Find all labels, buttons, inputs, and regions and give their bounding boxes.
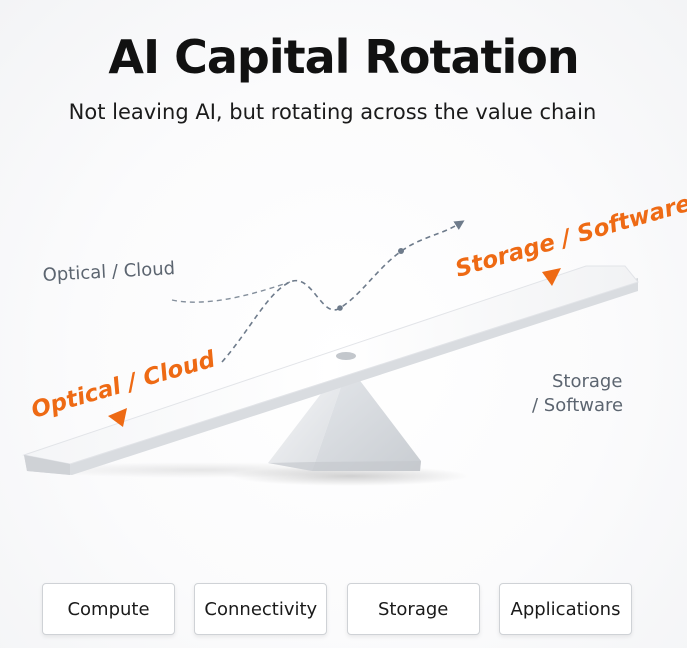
rotation-flow-line bbox=[221, 220, 465, 363]
pivot-hole bbox=[336, 352, 356, 360]
category-storage: Storage bbox=[346, 583, 480, 635]
value-chain-categories: Compute Connectivity Storage Application… bbox=[42, 583, 632, 637]
category-applications: Applications bbox=[498, 583, 632, 635]
left-down-marker bbox=[108, 408, 127, 427]
page-title: AI Capital Rotation bbox=[108, 30, 579, 84]
seesaw-pivot bbox=[268, 378, 421, 471]
left-annotation: Optical / Cloud bbox=[42, 258, 175, 286]
category-compute: Compute bbox=[42, 583, 175, 635]
right-down-marker bbox=[542, 268, 561, 286]
right-end-label: Storage / Software bbox=[452, 191, 687, 283]
seesaw-beam bbox=[22, 265, 639, 475]
flow-dot bbox=[337, 305, 343, 311]
right-annotation-line2: / Software bbox=[532, 395, 623, 416]
flow-dot bbox=[398, 248, 404, 254]
right-annotation-line1: Storage bbox=[552, 371, 622, 392]
page-subtitle: Not leaving AI, but rotating across the … bbox=[68, 100, 597, 124]
rotation-flow-line-upper bbox=[171, 281, 291, 303]
category-connectivity: Connectivity bbox=[194, 583, 328, 635]
